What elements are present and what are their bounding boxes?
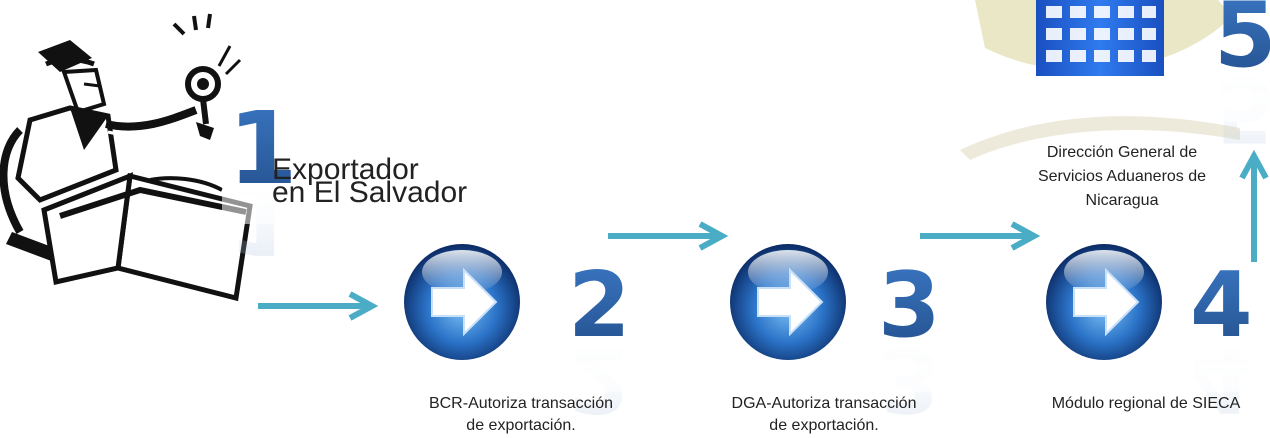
step-5-label-line-3: Nicaragua: [1086, 192, 1159, 209]
svg-text:5: 5: [1214, 0, 1270, 88]
step-4-label-line-1: Módulo regional de SIECA: [1052, 395, 1241, 412]
building-icon: [960, 0, 1240, 160]
step-5-number: 5 5: [1208, 0, 1270, 161]
exporter-clipart-icon: [0, 40, 253, 302]
svg-text:4: 4: [1190, 253, 1253, 358]
magnifier-icon: [172, 13, 242, 140]
step-3-arrow-orb-icon: [730, 244, 846, 360]
step-3-number: 3 3: [872, 253, 942, 431]
step-2-label-line-1: BCR-Autoriza transacción: [429, 395, 613, 412]
flow-arrow-3-4: [920, 221, 1041, 251]
flow-arrow-1-2: [258, 291, 379, 321]
step-3-label-line-1: DGA-Autoriza transacción: [732, 395, 917, 412]
step-4-arrow-orb-icon: [1046, 244, 1162, 360]
step-2-label-line-2: de exportación.: [466, 417, 575, 434]
step-1-label-line-1: Exportador: [272, 153, 419, 186]
step-3-label-line-2: de exportación.: [769, 417, 878, 434]
flow-arrow-4-5: [1239, 149, 1269, 262]
step-5-label-line-2: Servicios Aduaneros de: [1038, 168, 1206, 185]
step-1-number: 1 1: [222, 90, 298, 276]
step-2-number: 2 2: [562, 253, 632, 431]
svg-text:3: 3: [878, 253, 941, 358]
step-2-arrow-orb-icon: [404, 244, 520, 360]
svg-text:2: 2: [568, 253, 631, 358]
step-5-label-line-1: Dirección General de: [1047, 144, 1197, 161]
flow-arrow-2-3: [608, 221, 729, 251]
step-4-number: 4 4: [1184, 253, 1254, 431]
step-1-label-line-2: en El Salvador: [272, 176, 467, 209]
